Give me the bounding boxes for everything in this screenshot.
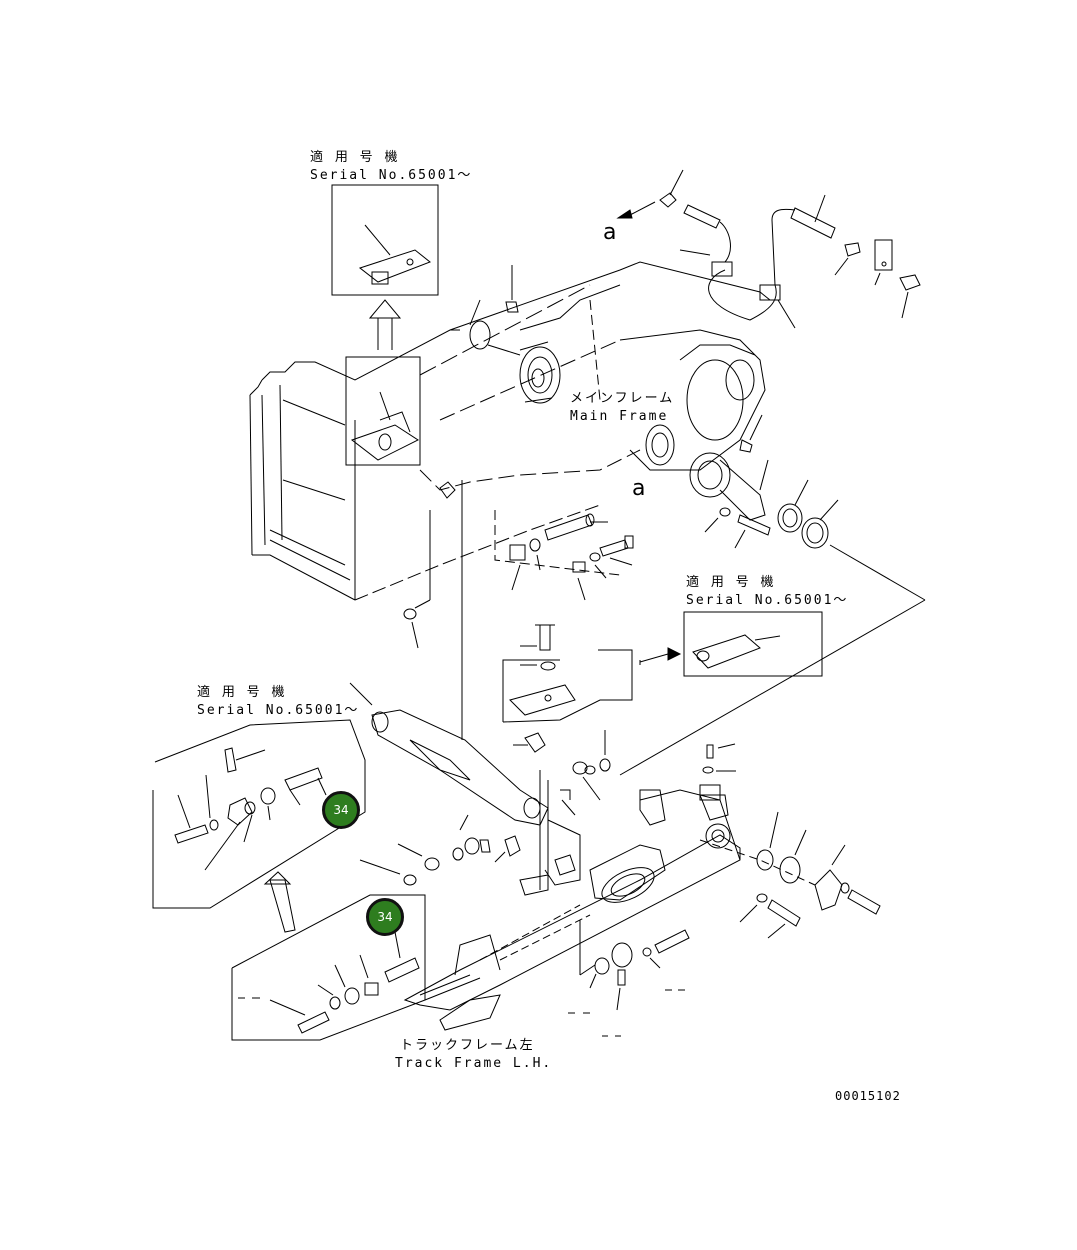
inset-bottom — [231, 894, 426, 1041]
pivot-shaft-assembly — [619, 414, 926, 776]
track-frame-label-jp: トラックフレーム左 — [400, 1038, 535, 1053]
main-frame-drawing — [249, 261, 771, 601]
applicable-serial-label-left: 適 用 号 機 — [197, 685, 287, 700]
applicable-serial-label-mid: 適 用 号 機 — [686, 575, 776, 590]
part-callout-badge[interactable]: 34 — [322, 791, 360, 829]
sensor-harness — [616, 169, 921, 329]
serial-number-top: Serial No.65001～ — [310, 168, 473, 183]
serial-number-left: Serial No.65001～ — [197, 703, 360, 718]
inset-top — [331, 184, 439, 466]
track-frame-label-en: Track Frame L.H. — [395, 1056, 553, 1071]
drawing-number: 00015102 — [835, 1089, 901, 1103]
equalizer-bar — [349, 682, 549, 826]
pin-and-washers — [403, 480, 634, 740]
main-frame-label-en: Main Frame — [570, 409, 669, 424]
serial-number-mid: Serial No.65001～ — [686, 593, 849, 608]
view-arrow-a-top: a — [603, 220, 617, 245]
main-frame-flange — [469, 265, 561, 404]
applicable-serial-label-top: 適 用 号 機 — [310, 150, 400, 165]
inset-middle — [502, 611, 823, 723]
part-callout-badge[interactable]: 34 — [366, 898, 404, 936]
inset-left — [152, 719, 366, 933]
main-frame-label-jp: メインフレーム — [570, 391, 675, 406]
track-frame — [403, 770, 741, 1031]
view-arrow-a-mid: a — [632, 476, 646, 501]
track-frame-parts — [359, 730, 881, 1037]
